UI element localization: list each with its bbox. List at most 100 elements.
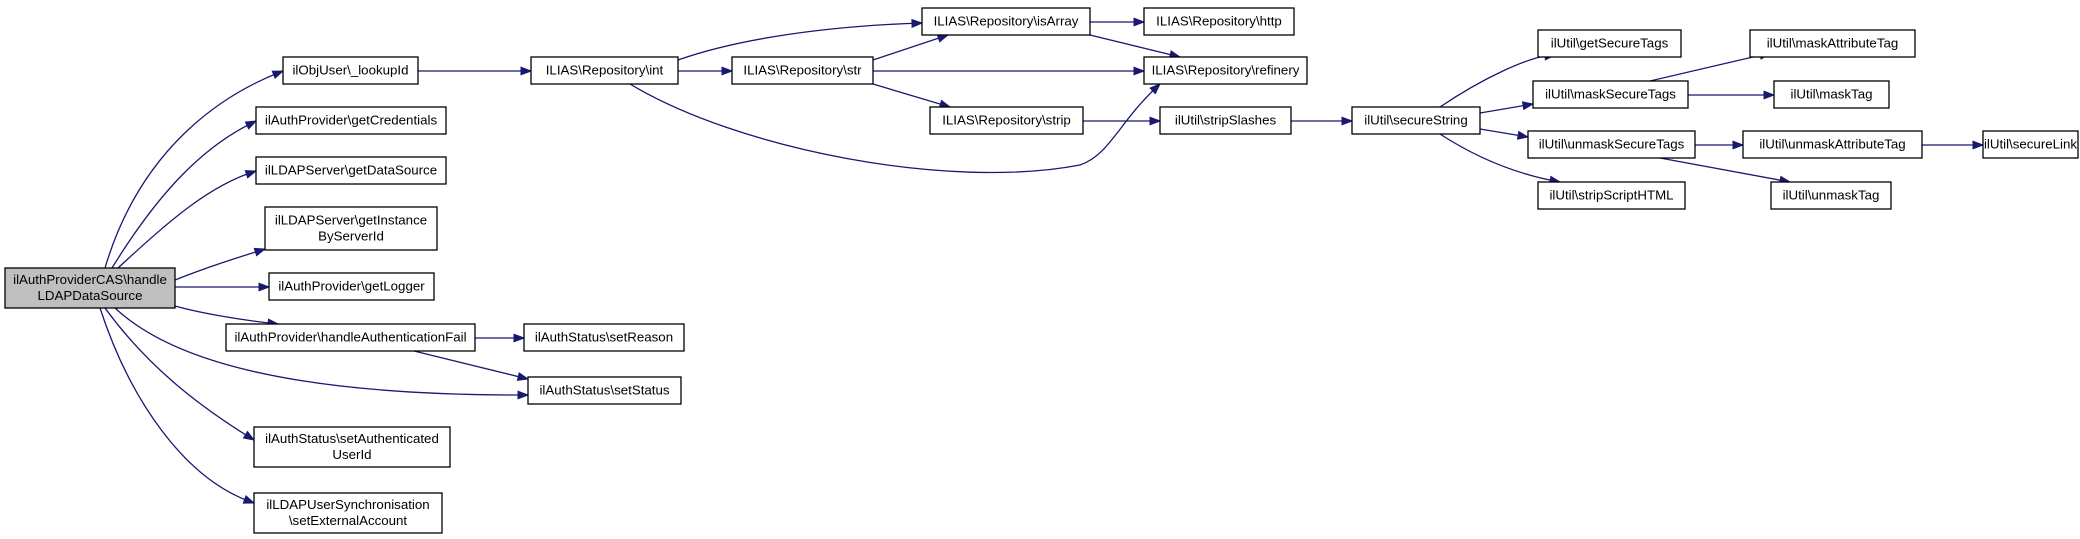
arrowhead <box>516 372 530 381</box>
node-lookupId[interactable]: ilObjUser\_lookupId <box>282 56 419 85</box>
node-handleAuthFail[interactable]: ilAuthProvider\handleAuthenticationFail <box>225 323 476 352</box>
edge-root-to-setAuthUser <box>104 307 256 441</box>
edge-repoStrip-to-stripSlashes <box>1083 116 1162 126</box>
edge-root-to-getInstance <box>174 247 267 281</box>
node-label: ilLDAPServer\getInstance <box>275 213 427 228</box>
arrowhead <box>244 170 258 179</box>
edge-unmaskAttributeTag-to-secureLink <box>1922 140 1985 150</box>
node-label: ilAuthProvider\getCredentials <box>265 113 438 128</box>
arrowhead <box>1763 90 1776 100</box>
node-box <box>527 376 682 405</box>
node-stripScriptHTML[interactable]: ilUtil\stripScriptHTML <box>1537 181 1686 210</box>
node-box <box>921 7 1091 36</box>
node-label: ilAuthStatus\setStatus <box>539 383 669 398</box>
node-setReason[interactable]: ilAuthStatus\setReason <box>523 323 685 352</box>
node-setStatus[interactable]: ilAuthStatus\setStatus <box>527 376 682 405</box>
node-repoStr[interactable]: ILIAS\Repository\str <box>731 56 874 85</box>
edge-root-to-getDataSource <box>117 170 258 269</box>
node-box <box>268 272 435 301</box>
node-box <box>731 56 874 85</box>
node-label: \setExternalAccount <box>289 513 408 528</box>
arrowhead <box>520 66 533 76</box>
node-repoRefinery[interactable]: ILIAS\Repository\refinery <box>1143 56 1308 85</box>
node-box <box>929 106 1084 135</box>
edge-repoStr-to-repoStrip <box>872 83 952 109</box>
arrowhead <box>513 333 526 343</box>
node-label: ILIAS\Repository\int <box>546 63 664 78</box>
node-getDataSource[interactable]: ilLDAPServer\getDataSource <box>255 156 447 185</box>
node-box <box>253 492 443 534</box>
node-label: UserId <box>332 447 371 462</box>
node-maskAttributeTag[interactable]: ilUtil\maskAttributeTag <box>1749 29 1916 58</box>
edge-repoStr-to-repoIsArray <box>872 34 950 61</box>
node-stripSlashes[interactable]: ilUtil\stripSlashes <box>1159 106 1292 135</box>
node-getCredentials[interactable]: ilAuthProvider\getCredentials <box>255 106 447 135</box>
node-label: LDAPDataSource <box>38 288 143 303</box>
arrowhead <box>1149 116 1162 126</box>
edge-unmaskSecureTags-to-unmaskTag <box>1659 157 1792 185</box>
arrowhead <box>1133 17 1146 27</box>
node-label: ilUtil\maskAttributeTag <box>1767 36 1899 51</box>
node-box <box>1351 106 1481 135</box>
edge-repoInt-to-repoStr <box>678 66 734 76</box>
node-box <box>1982 130 2079 159</box>
node-repoHttp[interactable]: ILIAS\Repository\http <box>1143 7 1295 36</box>
node-secureString[interactable]: ilUtil\secureString <box>1351 106 1481 135</box>
node-box <box>4 267 176 309</box>
node-box <box>1742 130 1923 159</box>
edge-repoIsArray-to-repoRefinery <box>1089 34 1182 59</box>
node-secureLink[interactable]: ilUtil\secureLink <box>1982 130 2079 159</box>
edge-stripSlashes-to-secureString <box>1291 116 1354 126</box>
node-label: ILIAS\Repository\strip <box>942 113 1071 128</box>
edge-maskSecureTags-to-maskTag <box>1688 90 1776 100</box>
arrowhead <box>1149 83 1162 95</box>
arrowhead <box>911 18 924 28</box>
arrowhead <box>721 66 734 76</box>
node-label: ilUtil\stripSlashes <box>1175 113 1277 128</box>
arrowhead <box>242 430 256 441</box>
node-maskTag[interactable]: ilUtil\maskTag <box>1773 80 1890 109</box>
edge-handleAuthFail-to-setStatus <box>413 350 530 381</box>
node-label: ilAuthProviderCAS\handle <box>13 272 167 287</box>
node-unmaskAttributeTag[interactable]: ilUtil\unmaskAttributeTag <box>1742 130 1923 159</box>
node-unmaskSecureTags[interactable]: ilUtil\unmaskSecureTags <box>1527 130 1696 159</box>
arrowhead <box>1516 130 1530 140</box>
edge-root-to-setExternal <box>99 307 256 504</box>
node-label: ilLDAPUserSynchronisation <box>266 497 429 512</box>
node-getSecureTags[interactable]: ilUtil\getSecureTags <box>1537 29 1682 58</box>
edge-root-to-getCredentials <box>111 120 258 269</box>
edge-root-to-lookupId <box>104 70 285 269</box>
node-repoIsArray[interactable]: ILIAS\Repository\isArray <box>921 7 1091 36</box>
arrowhead <box>1341 116 1354 126</box>
edge-root-to-getLogger <box>175 282 271 292</box>
node-maskSecureTags[interactable]: ilUtil\maskSecureTags <box>1532 80 1689 109</box>
node-setExternal[interactable]: ilLDAPUserSynchronisation\setExternalAcc… <box>253 492 443 534</box>
node-label: ilUtil\unmaskSecureTags <box>1539 137 1685 152</box>
arrowhead <box>517 390 530 400</box>
node-getLogger[interactable]: ilAuthProvider\getLogger <box>268 272 435 301</box>
node-box <box>1532 80 1689 109</box>
node-label: ILIAS\Repository\refinery <box>1152 63 1300 78</box>
node-box <box>1159 106 1292 135</box>
node-box <box>1527 130 1696 159</box>
arrowhead <box>242 495 256 504</box>
node-box <box>523 323 685 352</box>
node-repoInt[interactable]: ILIAS\Repository\int <box>530 56 679 85</box>
edge-repoStr-to-repoRefinery <box>873 66 1146 76</box>
node-label: ILIAS\Repository\http <box>1156 14 1282 29</box>
node-box <box>1143 7 1295 36</box>
edge-secureString-to-maskSecureTags <box>1479 101 1535 114</box>
node-label: ilAuthStatus\setReason <box>535 330 673 345</box>
node-label: ilUtil\secureString <box>1364 113 1467 128</box>
node-label: ByServerId <box>318 229 384 244</box>
node-label: ilAuthStatus\setAuthenticated <box>265 431 439 446</box>
edge-root-to-setStatus <box>114 307 530 400</box>
node-unmaskTag[interactable]: ilUtil\unmaskTag <box>1770 181 1892 210</box>
node-label: ILIAS\Repository\isArray <box>934 14 1079 29</box>
node-box <box>1770 181 1892 210</box>
node-repoStrip[interactable]: ILIAS\Repository\strip <box>929 106 1084 135</box>
